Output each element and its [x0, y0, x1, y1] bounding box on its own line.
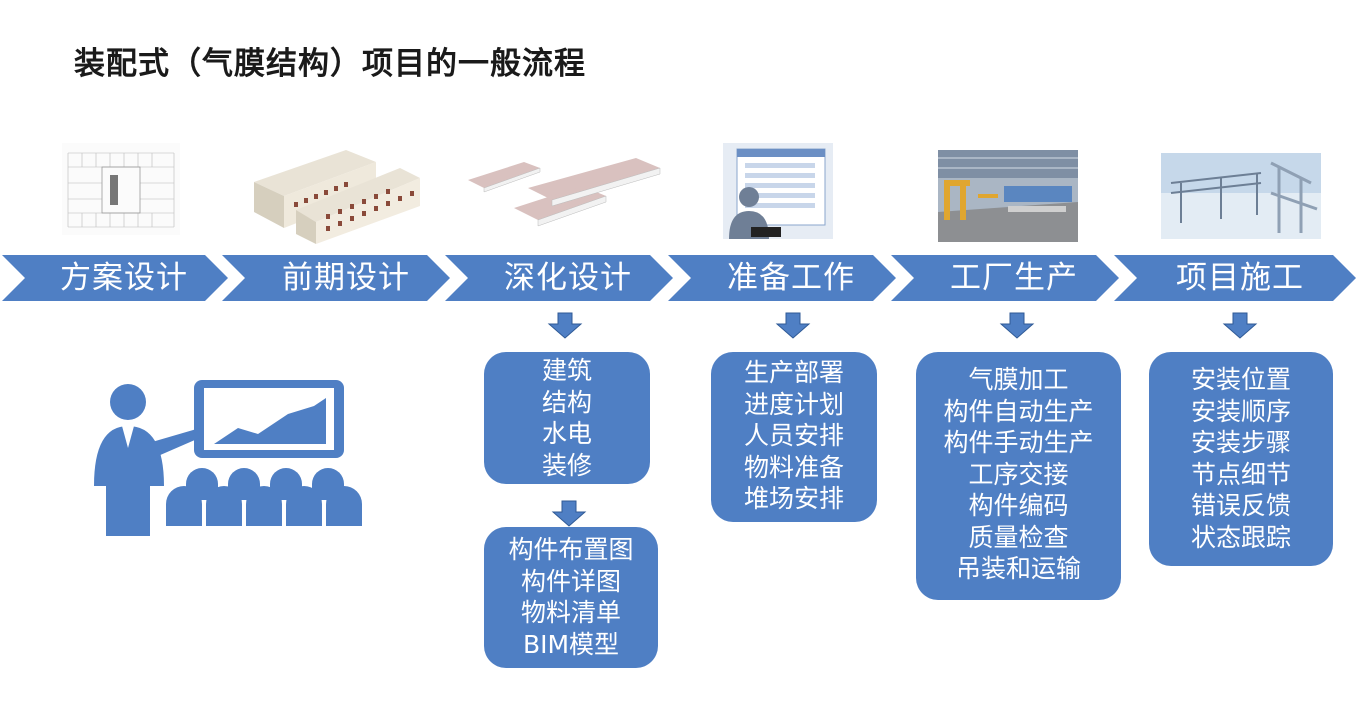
- list-item: 构件布置图: [508, 535, 634, 564]
- list-item: 状态跟踪: [1190, 522, 1291, 552]
- deepen-output-box: 构件布置图 构件详图 物料清单 BIM模型: [484, 527, 658, 668]
- down-arrow-icon: [1222, 312, 1258, 339]
- step-label-6: 项目施工: [1176, 260, 1304, 296]
- list-item: 安装步骤: [1190, 428, 1291, 457]
- down-arrow-icon: [547, 312, 583, 339]
- list-item: 节点细节: [1190, 459, 1291, 489]
- list-item: 构件手动生产: [943, 428, 1094, 457]
- list-item: 错误反馈: [1190, 491, 1291, 520]
- list-item: 构件编码: [968, 491, 1069, 520]
- step-label-1: 方案设计: [60, 260, 188, 296]
- list-item: 进度计划: [743, 389, 844, 419]
- factory-interior-photo: [938, 150, 1078, 242]
- down-arrow-icon: [775, 312, 811, 339]
- construction-box: 安装位置 安装顺序 安装步骤 节点细节 错误反馈 状态跟踪: [1149, 352, 1333, 566]
- list-item: 人员安排: [743, 421, 844, 450]
- list-item: 生产部署: [743, 358, 844, 387]
- chevron-step-5: [891, 255, 1119, 301]
- floor-slab-model: [468, 158, 661, 227]
- list-item: 构件详图: [520, 566, 621, 596]
- presenter-audience-icon: [94, 380, 362, 536]
- factory-production-box: 气膜加工 构件自动生产 构件手动生产 工序交接 构件编码 质量检查 吊装和运输: [916, 352, 1121, 600]
- building-3d-model: [254, 150, 420, 244]
- list-item: 工序交接: [968, 459, 1069, 489]
- list-item: BIM模型: [522, 629, 620, 659]
- list-item: 安装位置: [1190, 365, 1291, 394]
- deepen-design-box: 建筑 结构 水电 装修: [484, 352, 650, 484]
- list-item: 吊装和运输: [955, 554, 1081, 583]
- down-arrow-icon: [551, 500, 587, 527]
- floor-plan-drawing: [62, 143, 180, 235]
- list-item: 气膜加工: [968, 365, 1069, 394]
- chevron-step-3: [445, 255, 673, 301]
- preparation-box: 生产部署 进度计划 人员安排 物料准备 堆场安排: [711, 352, 877, 522]
- list-item: 结构: [541, 387, 592, 417]
- list-item: 物料清单: [520, 598, 621, 627]
- step-label-4: 准备工作: [727, 260, 855, 296]
- list-item: 水电: [541, 419, 592, 448]
- chevron-step-6: [1114, 255, 1356, 301]
- list-item: 堆场安排: [743, 484, 844, 513]
- list-item: 质量检查: [968, 522, 1069, 552]
- chevron-step-4: [668, 255, 896, 301]
- page-title: 装配式（气膜结构）项目的一般流程: [74, 46, 586, 82]
- step-label-5: 工厂生产: [950, 260, 1078, 296]
- list-item: 装修: [541, 450, 592, 480]
- chevron-step-1: [2, 255, 228, 301]
- person-at-screen-form: [723, 143, 833, 239]
- list-item: 物料准备: [743, 452, 844, 482]
- step-label-3: 深化设计: [504, 260, 632, 296]
- step-label-2: 前期设计: [282, 260, 410, 296]
- list-item: 构件自动生产: [943, 396, 1094, 426]
- list-item: 安装顺序: [1190, 396, 1291, 426]
- chevron-step-2: [222, 255, 450, 301]
- down-arrow-icon: [999, 312, 1035, 339]
- list-item: 建筑: [541, 356, 592, 385]
- steel-structure-render: [1161, 153, 1321, 239]
